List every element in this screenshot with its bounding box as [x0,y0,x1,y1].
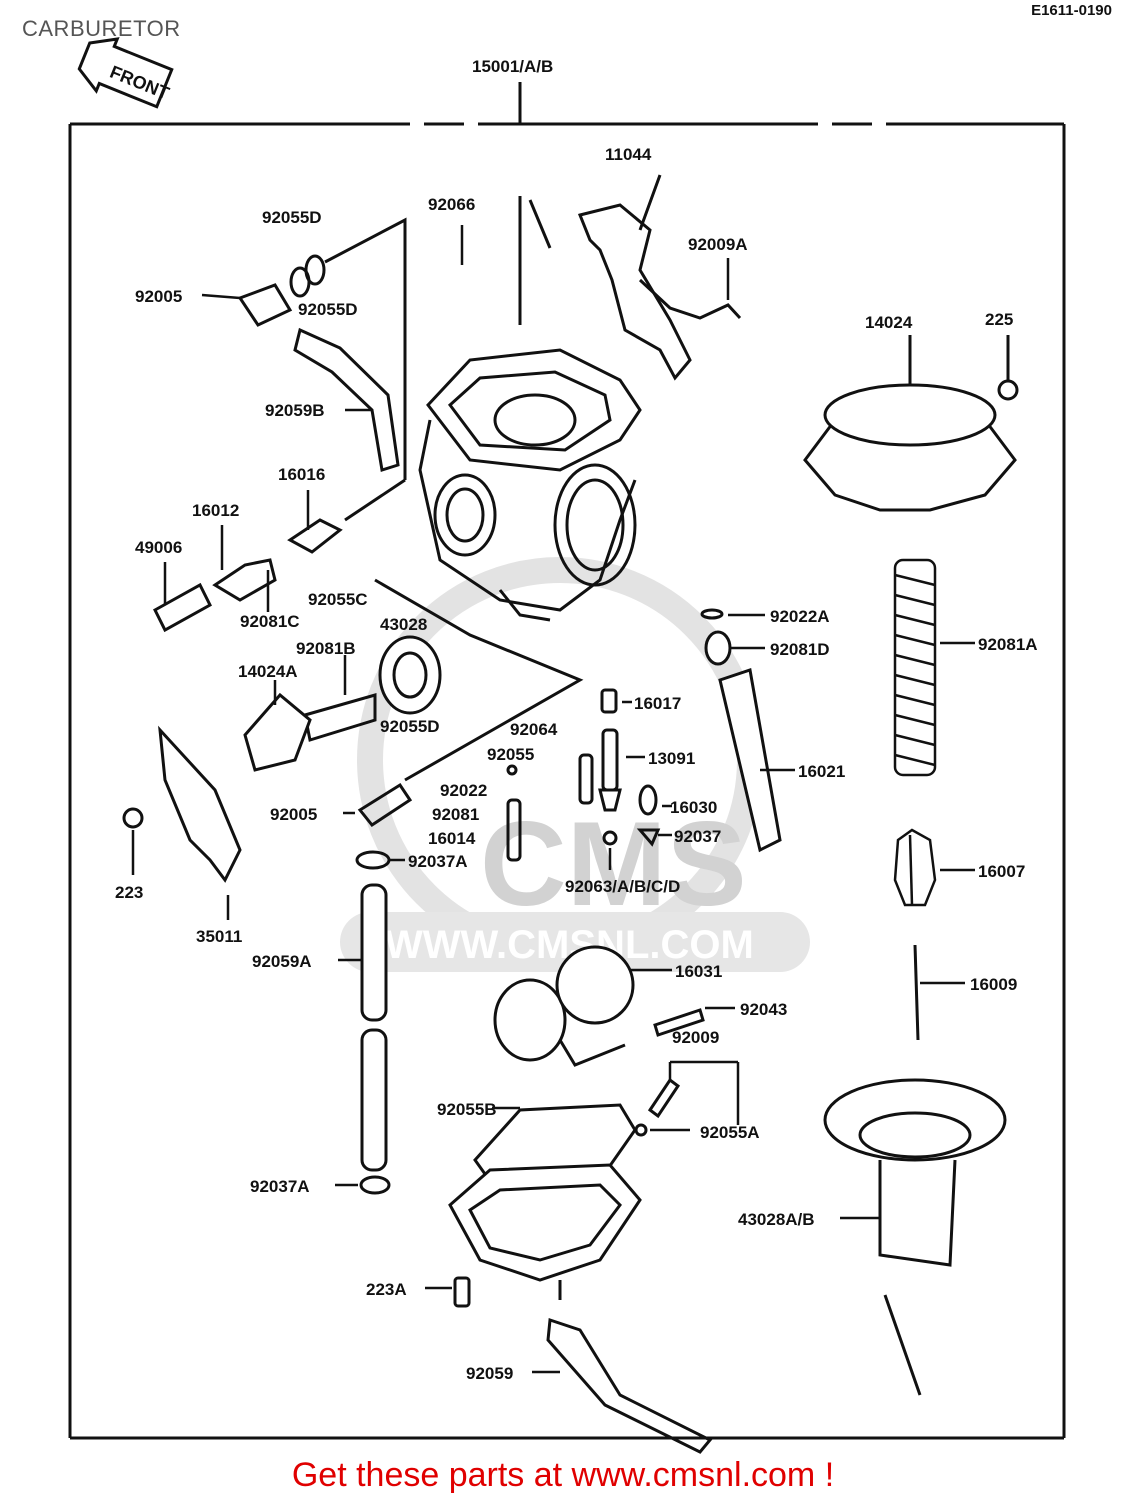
part-label-16030: 16030 [670,798,717,817]
assembly-label: 15001/A/B [472,57,553,76]
part-label-16017: 16017 [634,694,681,713]
part-label-49006: 49006 [135,538,182,557]
diaphragm-43028AB [823,1078,1007,1396]
part-label-43028AB: 43028A/B [738,1210,815,1229]
spring-92081A [893,558,937,777]
choke-parts [122,217,584,883]
part-label-92059: 92059 [466,1364,513,1383]
page-title: CARBURETOR [22,16,181,41]
part-label-223: 223 [115,883,143,902]
part-label-92005-top: 92005 [135,287,182,306]
part-label-92055C: 92055C [308,590,368,609]
promo-banner[interactable]: Get these parts at www.cmsnl.com ! [291,1456,835,1494]
part-label-92005-low: 92005 [270,805,317,824]
part-label-16016: 16016 [278,465,325,484]
part-label-92055A: 92055A [700,1123,760,1142]
assembly-frame [68,82,1066,1440]
part-labels: 11044 92066 92055D 92009A 92005 92055D 1… [115,145,1038,1383]
part-label-92055: 92055 [487,745,534,764]
part-label-14024: 14024 [865,313,913,332]
part-label-92055D-top: 92055D [262,208,322,227]
part-label-35011: 35011 [196,927,242,946]
bracket-11044 [577,174,742,381]
part-label-92066: 92066 [428,195,475,214]
leader-lines [131,225,975,1374]
part-label-92081A: 92081A [978,635,1038,654]
part-label-92059B: 92059B [265,401,325,420]
part-label-92055D-mid: 92055D [298,300,358,319]
figure-code: E1611-0190 [1031,2,1112,19]
float-bowl [448,1103,713,1454]
carburetor-body [418,196,642,622]
part-label-92081C: 92081C [240,612,300,631]
part-label-92022A: 92022A [770,607,830,626]
part-label-92059A: 92059A [252,952,312,971]
part-label-92081B: 92081B [296,639,356,658]
part-label-16021: 16021 [798,762,845,781]
float-16031 [493,945,635,1067]
part-label-225: 225 [985,310,1013,329]
drain-tube-92059A [359,883,391,1195]
part-label-92064: 92064 [510,720,558,739]
part-label-16014: 16014 [428,829,476,848]
part-label-92037A-low: 92037A [250,1177,310,1196]
part-label-92081: 92081 [432,805,479,824]
needle-clip-16007 [893,828,937,907]
top-cover-14024 [803,335,1019,512]
part-label-92037A-top: 92037A [408,852,468,871]
jets-and-screws [453,608,782,1308]
needle-16009 [913,944,920,1041]
part-label-92063: 92063/A/B/C/D [565,877,680,896]
part-label-13091: 13091 [648,749,695,768]
part-label-16012: 16012 [192,501,239,520]
part-label-92055D-low: 92055D [380,717,440,736]
part-label-92055B: 92055B [437,1100,497,1119]
part-label-16007: 16007 [978,862,1025,881]
front-badge: FRONT [77,37,174,109]
watermark-logo: CMS [480,797,747,931]
part-label-92009A: 92009A [688,235,748,254]
part-label-92022: 92022 [440,781,487,800]
part-label-14024A: 14024A [238,662,298,681]
part-label-16031: 16031 [675,962,722,981]
part-label-223A: 223A [366,1280,407,1299]
part-label-92009: 92009 [672,1028,719,1047]
part-label-92043: 92043 [740,1000,787,1019]
part-label-43028: 43028 [380,615,427,634]
part-label-16009: 16009 [970,975,1017,994]
part-label-92081D: 92081D [770,640,830,659]
part-label-92037: 92037 [674,827,721,846]
part-label-11044: 11044 [605,145,652,164]
